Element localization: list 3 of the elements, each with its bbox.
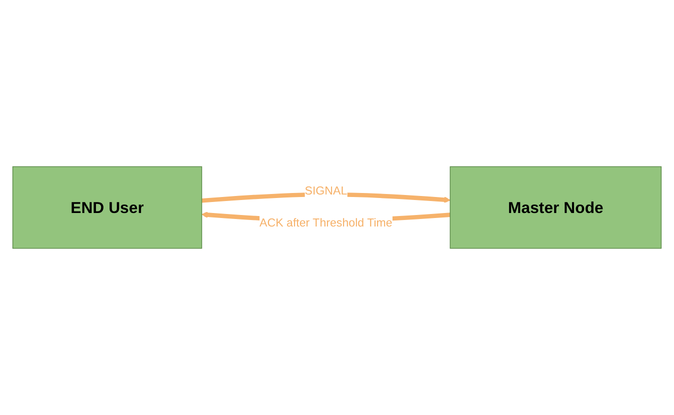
diagram: SIGNAL ACK after Threshold Time END User Master Node [7, 5, 667, 410]
node-box [12, 166, 202, 249]
node-box [450, 166, 662, 249]
